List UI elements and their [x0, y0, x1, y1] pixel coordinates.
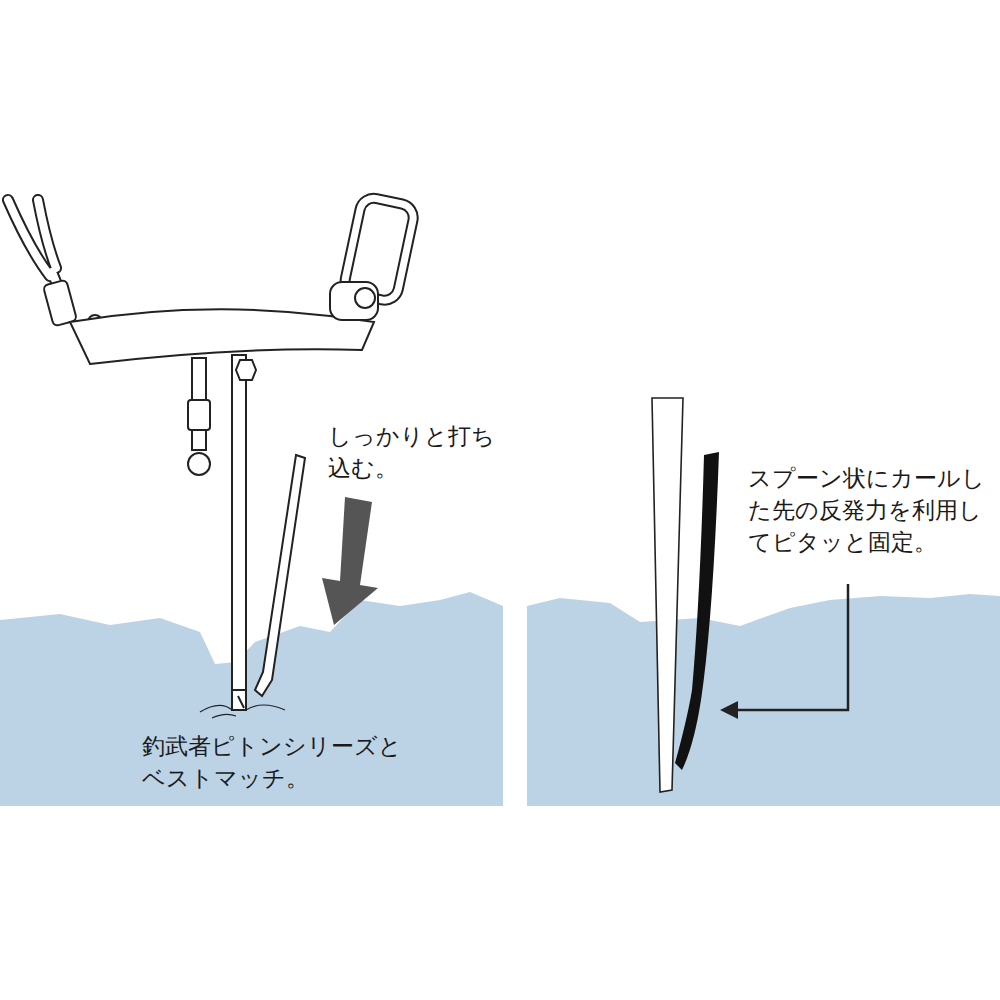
adjust-rod	[188, 400, 210, 430]
leader-line	[736, 584, 848, 710]
rock-ground	[527, 594, 1000, 806]
note-label: 釣武者ピトンシリーズと ベストマッチ。	[142, 730, 404, 794]
piton-wedge	[652, 398, 683, 792]
drive-arrow	[322, 497, 378, 625]
pole-tip	[232, 690, 246, 708]
clamp-knob	[355, 288, 375, 308]
curled-spike	[675, 452, 719, 770]
pole	[232, 355, 246, 710]
note-label: スプーン状にカールし た先の反発力を利用し てピタッと固定。	[748, 462, 988, 558]
rock-ground	[0, 592, 503, 806]
bolt	[236, 360, 256, 380]
fork-sleeve	[43, 280, 77, 327]
leader-arrowhead	[720, 701, 738, 719]
holder-bar	[70, 309, 374, 364]
adjust-ball	[188, 453, 210, 475]
loop-clamp	[330, 282, 378, 320]
piton-spike	[255, 455, 305, 696]
impact-marks	[200, 705, 285, 718]
note-label: しっかりと打ち 込む。	[328, 420, 500, 484]
